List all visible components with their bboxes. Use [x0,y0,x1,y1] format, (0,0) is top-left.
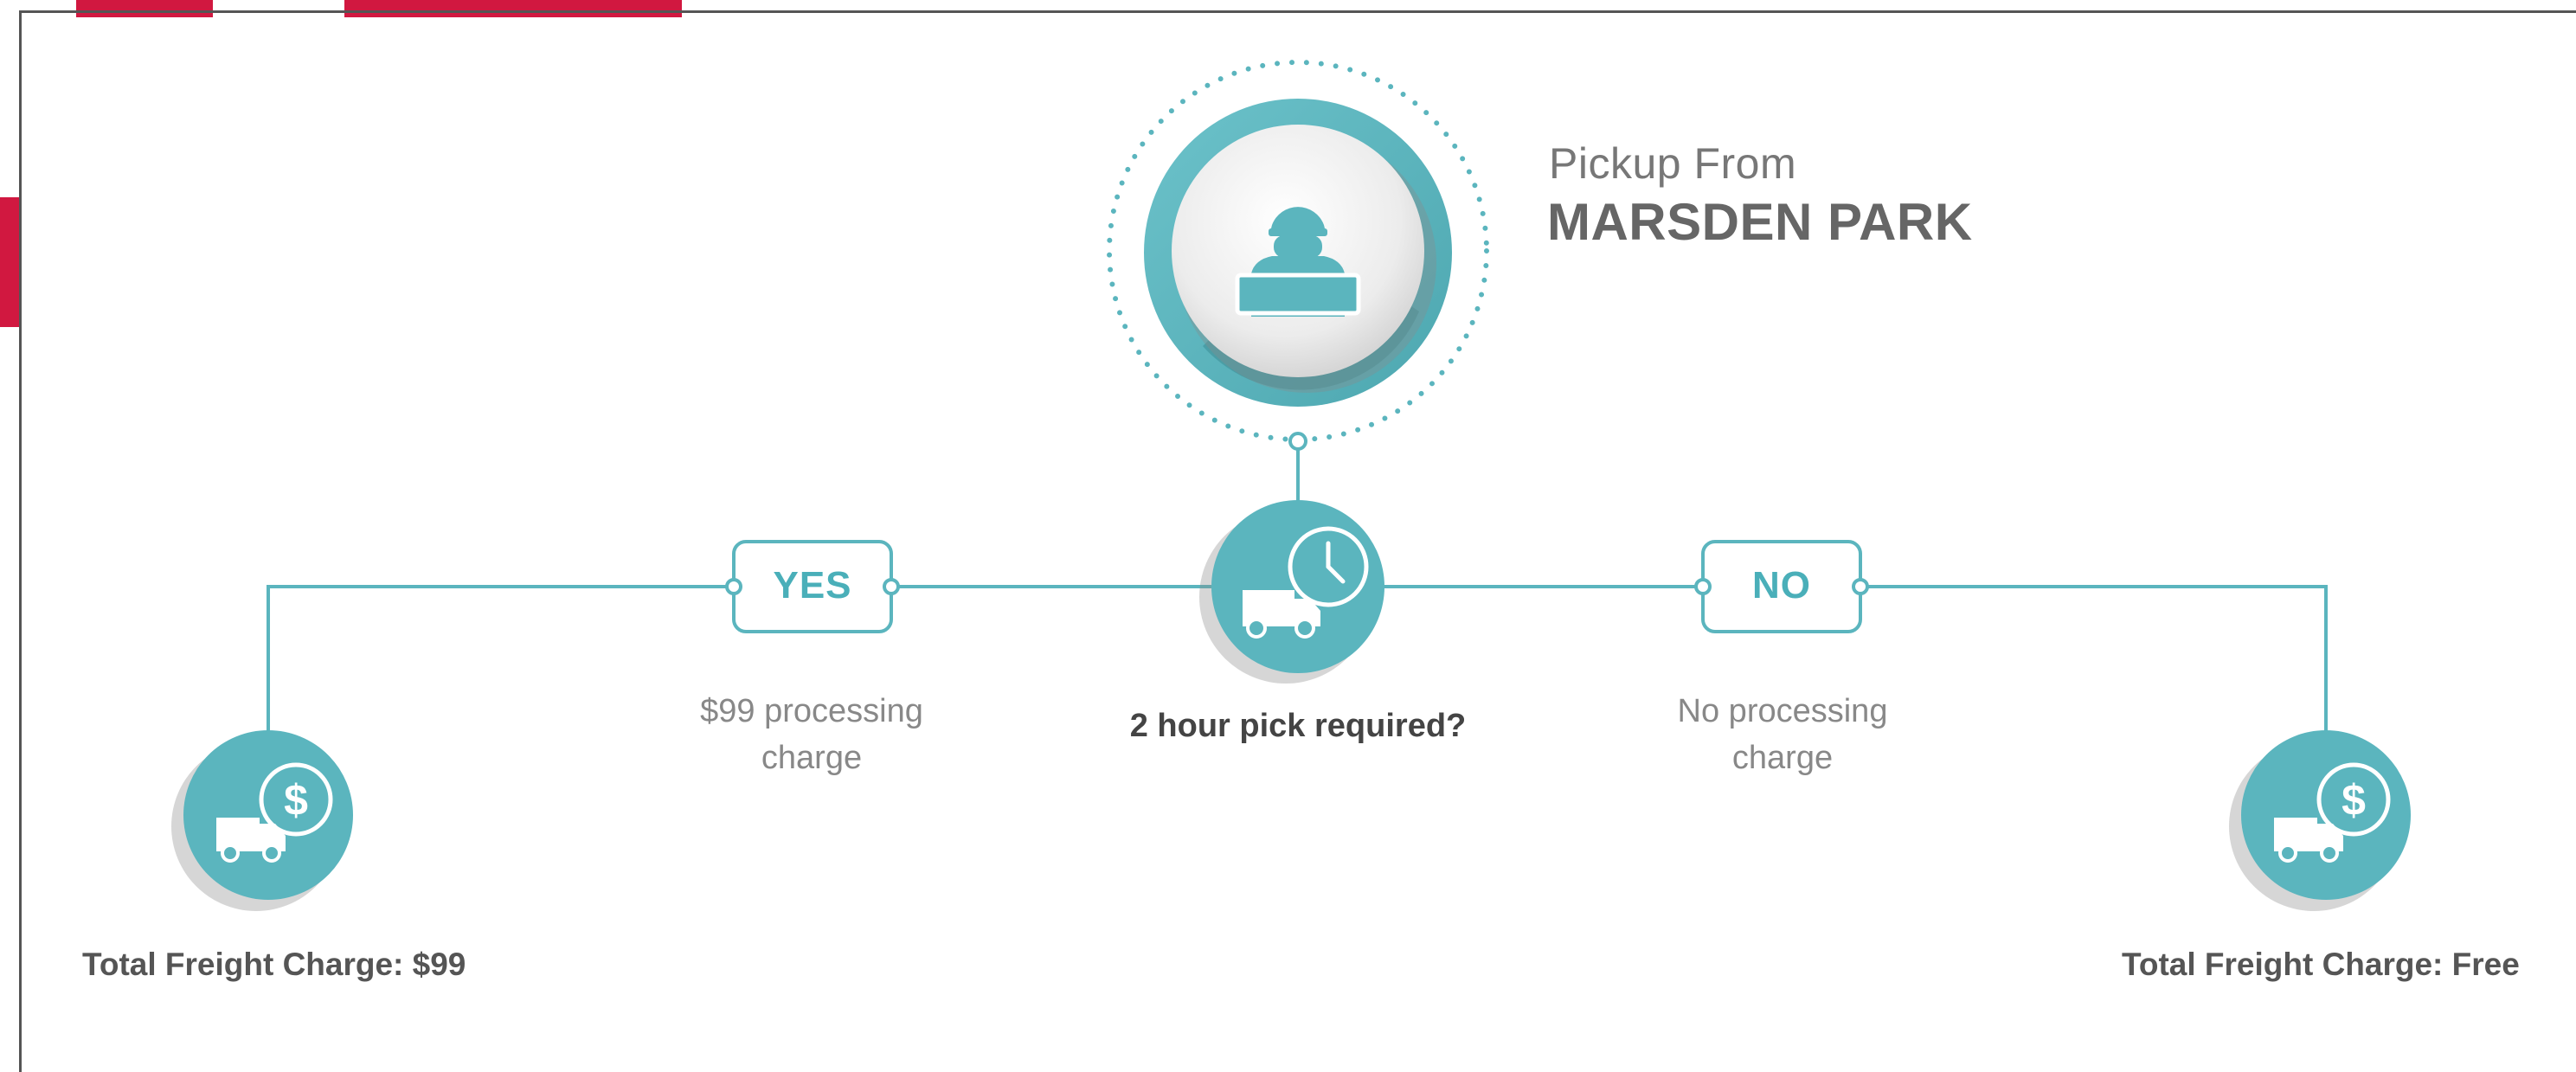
pickup-node [1144,99,1452,407]
decision-question: 2 hour pick required? [1129,708,1467,744]
red-accent-top-left [76,0,213,17]
van-dollar-icon: $ [216,762,333,863]
no-total-freight: Total Freight Charge: Free [2122,947,2520,982]
no-note: No processing charge [1644,688,1921,781]
pickup-stem-knob [1288,432,1307,451]
yes-note-line2: charge [761,740,863,776]
outcome-node-no: $ [2229,730,2411,911]
pickup-location: MARSDEN PARK [1547,193,1973,251]
van-dollar-icon: $ [2274,762,2391,863]
decision-node [1199,500,1384,684]
red-accent-top-center [344,0,682,17]
yes-badge [725,540,900,633]
yes-note-line1: $99 processing [700,693,923,729]
svg-text:$: $ [2342,776,2366,825]
yes-total-freight: Total Freight Charge: $99 [82,947,466,982]
no-note-line1: No processing [1677,693,1888,729]
yes-note: $99 processing charge [673,688,950,781]
diagram-frame [19,10,2576,1072]
pickup-label: Pickup From [1549,139,1797,188]
outcome-node-yes: $ [171,730,353,911]
svg-text:$: $ [284,776,308,825]
no-badge [1694,540,1869,633]
red-accent-left-edge [0,197,19,327]
van-clock-icon [1243,526,1369,639]
no-note-line2: charge [1731,740,1834,776]
worker-carrying-box-icon [1235,207,1361,317]
yes-badge-label: YES [773,564,852,607]
no-badge-label: NO [1752,564,1811,607]
